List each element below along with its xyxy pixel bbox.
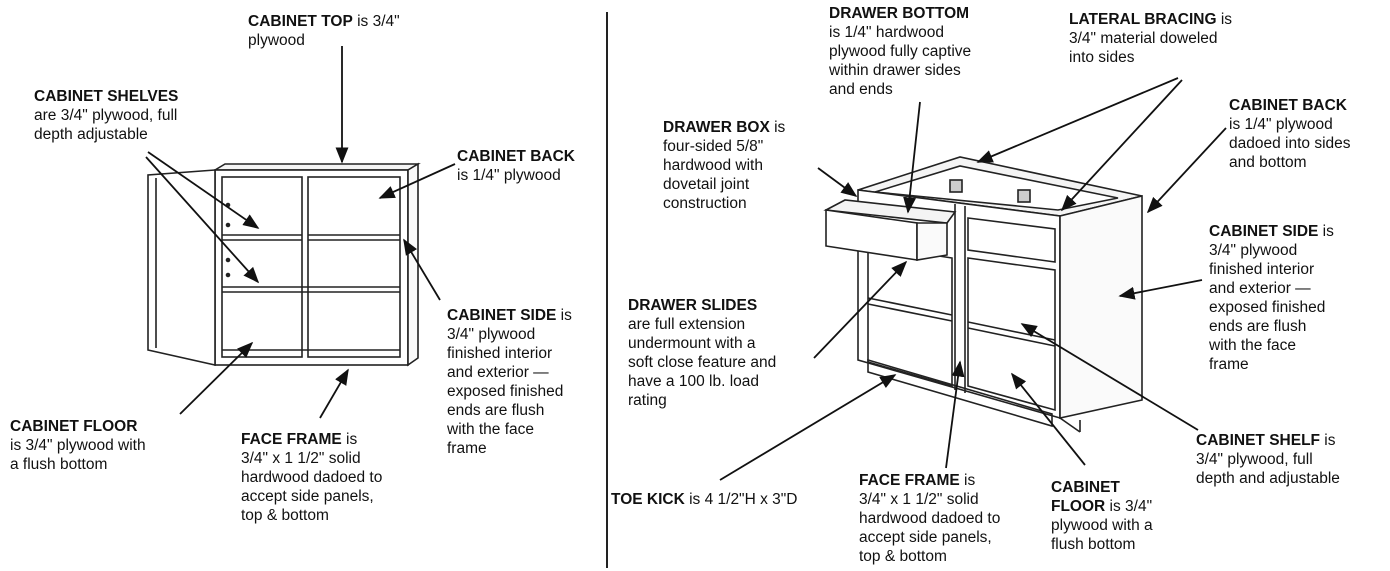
label-wall-cabinet-shelves: CABINET SHELVES are 3/4" plywood, full d… bbox=[34, 87, 178, 144]
label-line: with the face bbox=[1209, 337, 1297, 354]
label-base-cabinet-back: CABINET BACK is 1/4" plywood dadoed into… bbox=[1229, 96, 1351, 172]
label-line: 3/4" plywood bbox=[1209, 242, 1298, 259]
label-title: CABINET SHELF bbox=[1196, 432, 1320, 449]
label-line: accept side panels, bbox=[241, 488, 374, 505]
label-line: frame bbox=[1209, 356, 1249, 373]
label-line: depth and adjustable bbox=[1196, 470, 1340, 487]
label-line: depth adjustable bbox=[34, 126, 148, 143]
label-suffix: is bbox=[1318, 223, 1334, 240]
label-title: FACE FRAME bbox=[859, 472, 960, 489]
label-wall-face-frame: FACE FRAME is 3/4" x 1 1/2" solid hardwo… bbox=[241, 430, 382, 525]
label-line: 3/4" plywood bbox=[447, 326, 536, 343]
label-line: 3/4" material doweled bbox=[1069, 30, 1218, 47]
label-line: 3/4" x 1 1/2" solid bbox=[859, 491, 979, 508]
label-line: have a 100 lb. load bbox=[628, 373, 759, 390]
label-base-drawer-slides: DRAWER SLIDES are full extension undermo… bbox=[628, 296, 776, 410]
label-line: within drawer sides bbox=[829, 62, 961, 79]
label-title: DRAWER BOTTOM bbox=[829, 5, 970, 22]
label-line: rating bbox=[628, 392, 667, 409]
label-suffix: is bbox=[769, 119, 786, 136]
base-cabinet-drawing bbox=[823, 156, 1143, 433]
label-line: is 1/4" plywood bbox=[1229, 116, 1333, 133]
label-suffix: is bbox=[341, 431, 358, 448]
label-title: FACE FRAME bbox=[241, 431, 342, 448]
label-title: CABINET TOP bbox=[248, 13, 353, 30]
label-base-cabinet-floor: CABINET FLOOR is 3/4" plywood with a flu… bbox=[1051, 478, 1153, 554]
label-line: dovetail joint bbox=[663, 176, 750, 193]
label-suffix: is 3/4" bbox=[352, 13, 400, 30]
label-suffix: is bbox=[1216, 11, 1233, 28]
label-title: DRAWER BOX bbox=[663, 119, 770, 136]
label-suffix: is bbox=[1320, 432, 1336, 449]
label-line: dadoed into sides bbox=[1229, 135, 1351, 152]
label-line: exposed finished bbox=[1209, 299, 1326, 316]
label-line: into sides bbox=[1069, 49, 1135, 66]
label-title: TOE KICK bbox=[611, 491, 685, 508]
label-line: ends are flush bbox=[1209, 318, 1307, 335]
label-line: ends are flush bbox=[447, 402, 545, 419]
label-suffix: is 4 1/2"H x 3"D bbox=[684, 491, 798, 508]
label-line: and ends bbox=[829, 81, 893, 98]
base-cabinet-arrows bbox=[719, 77, 1227, 481]
panel-divider bbox=[606, 12, 608, 568]
label-line: and exterior — bbox=[1209, 280, 1311, 297]
label-line: four-sided 5/8" bbox=[663, 138, 764, 155]
label-line: plywood with a bbox=[1051, 517, 1153, 534]
label-title: CABINET BACK bbox=[457, 148, 575, 165]
label-line: is 1/4" plywood bbox=[457, 167, 561, 184]
label-line: construction bbox=[663, 195, 747, 212]
label-title: CABINET SHELVES bbox=[34, 88, 179, 105]
label-line: top & bottom bbox=[859, 548, 947, 565]
label-title: CABINET BACK bbox=[1229, 97, 1347, 114]
label-wall-cabinet-side: CABINET SIDE is 3/4" plywood finished in… bbox=[447, 306, 572, 458]
label-base-lateral-bracing: LATERAL BRACING is 3/4" material doweled… bbox=[1069, 10, 1232, 67]
label-line: hardwood dadoed to bbox=[241, 469, 383, 486]
label-title-2: FLOOR bbox=[1051, 498, 1106, 515]
label-base-cabinet-side: CABINET SIDE is 3/4" plywood finished in… bbox=[1209, 222, 1334, 374]
label-line: and bottom bbox=[1229, 154, 1307, 171]
label-title: CABINET SIDE bbox=[1209, 223, 1319, 240]
label-line: 3/4" plywood, full bbox=[1196, 451, 1313, 468]
label-line: finished interior bbox=[1209, 261, 1315, 278]
label-line: exposed finished bbox=[447, 383, 564, 400]
label-line: hardwood with bbox=[663, 157, 763, 174]
label-base-drawer-bottom: DRAWER BOTTOM is 1/4" hardwood plywood f… bbox=[829, 4, 971, 99]
label-line: 3/4" x 1 1/2" solid bbox=[241, 450, 361, 467]
label-line: accept side panels, bbox=[859, 529, 992, 546]
label-suffix: is bbox=[959, 472, 976, 489]
label-line: plywood fully captive bbox=[829, 43, 972, 60]
label-line: is 1/4" hardwood bbox=[829, 24, 944, 41]
label-title: DRAWER SLIDES bbox=[628, 297, 758, 314]
label-title: CABINET FLOOR bbox=[10, 418, 138, 435]
label-title: LATERAL BRACING bbox=[1069, 11, 1217, 28]
label-suffix: is bbox=[556, 307, 572, 324]
label-line: are full extension bbox=[628, 316, 746, 333]
label-title: CABINET SIDE bbox=[447, 307, 557, 324]
label-suffix: is 3/4" bbox=[1105, 498, 1153, 515]
label-line: and exterior — bbox=[447, 364, 549, 381]
wall-cabinet-drawing bbox=[147, 162, 421, 367]
wall-cabinet-arrows bbox=[145, 46, 456, 419]
label-line: are 3/4" plywood, full bbox=[34, 107, 178, 124]
label-line: soft close feature and bbox=[628, 354, 777, 371]
label-line: with the face bbox=[447, 421, 535, 438]
label-title: CABINET bbox=[1051, 479, 1120, 496]
label-line: finished interior bbox=[447, 345, 553, 362]
label-base-drawer-box: DRAWER BOX is four-sided 5/8" hardwood w… bbox=[663, 118, 785, 213]
label-wall-cabinet-top: CABINET TOP is 3/4" plywood bbox=[248, 12, 400, 50]
label-line: plywood bbox=[248, 32, 305, 49]
label-line: undermount with a bbox=[628, 335, 756, 352]
label-line: top & bottom bbox=[241, 507, 329, 524]
label-line: hardwood dadoed to bbox=[859, 510, 1001, 527]
label-line: frame bbox=[447, 440, 487, 457]
label-base-toe-kick: TOE KICK is 4 1/2"H x 3"D bbox=[611, 490, 797, 509]
label-base-cabinet-shelf: CABINET SHELF is 3/4" plywood, full dept… bbox=[1196, 431, 1340, 488]
label-line: is 3/4" plywood with bbox=[10, 437, 146, 454]
label-base-face-frame: FACE FRAME is 3/4" x 1 1/2" solid hardwo… bbox=[859, 471, 1000, 566]
label-line: a flush bottom bbox=[10, 456, 108, 473]
label-wall-cabinet-back: CABINET BACK is 1/4" plywood bbox=[457, 147, 575, 185]
label-wall-cabinet-floor: CABINET FLOOR is 3/4" plywood with a flu… bbox=[10, 417, 146, 474]
label-line: flush bottom bbox=[1051, 536, 1136, 553]
